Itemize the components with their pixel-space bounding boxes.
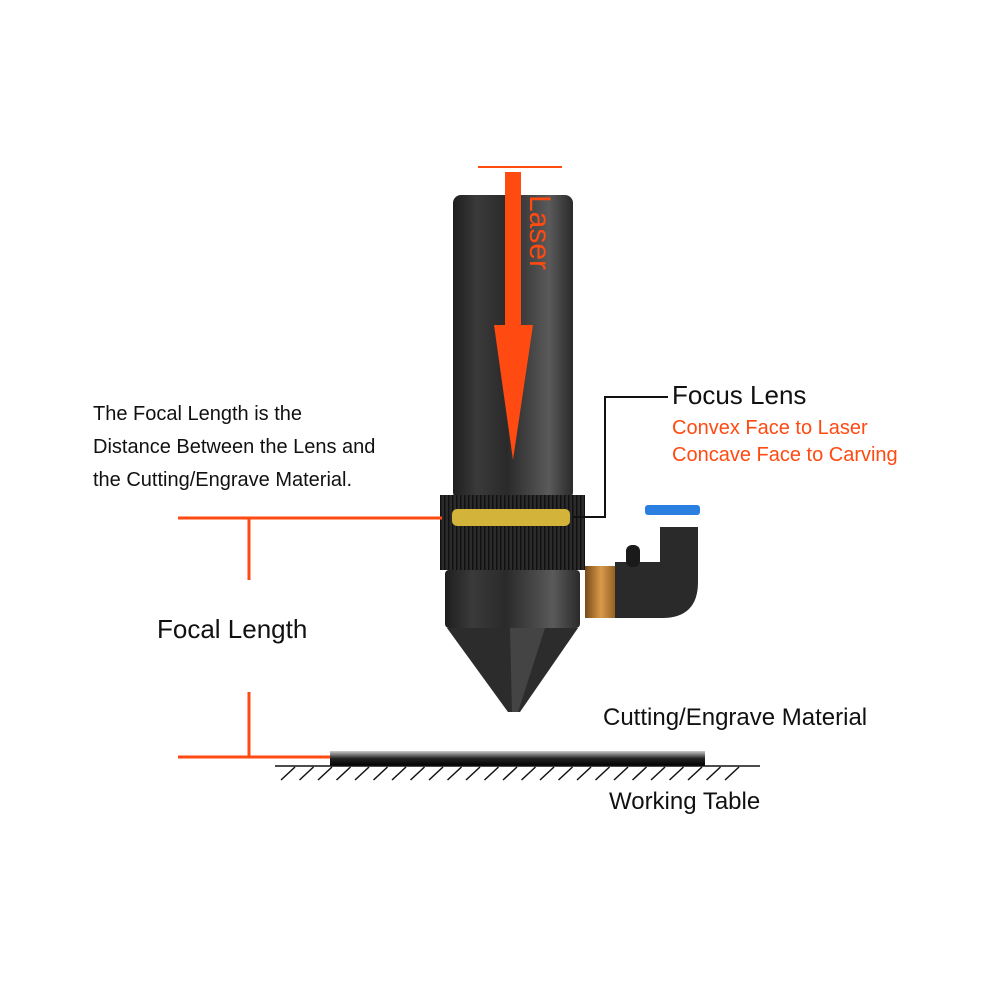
focus-lens-note: Concave Face to Carving — [672, 444, 898, 466]
table-hatch — [409, 766, 426, 781]
table-hatch — [317, 766, 333, 781]
blue-cap — [645, 505, 700, 515]
table-hatch — [280, 766, 296, 781]
table-hatch — [687, 766, 703, 781]
table-hatch — [465, 766, 481, 781]
laser-beam-arrow — [478, 166, 562, 460]
table-hatch — [391, 766, 407, 781]
focal-length-dimension — [178, 516, 442, 759]
table-hatch — [446, 766, 463, 781]
table-hatch — [428, 766, 444, 781]
focus-lens-note: Convex Face to Laser — [672, 417, 868, 439]
air-fitting — [585, 505, 700, 618]
table-hatch — [502, 766, 518, 781]
table-hatch — [539, 766, 555, 781]
material-label: Cutting/Engrave Material — [603, 704, 868, 731]
focal-length-label: Focal Length — [157, 614, 308, 644]
table-hatch — [298, 766, 315, 781]
table-hatch — [576, 766, 592, 781]
table-hatch — [354, 766, 370, 781]
focus-lens-leader — [573, 396, 668, 518]
table-hatch — [650, 766, 666, 781]
table-hatch — [483, 766, 500, 781]
table-hatch — [613, 766, 629, 781]
table-hatch — [520, 766, 537, 781]
table-hatch — [335, 766, 352, 781]
laser-label: Laser — [523, 195, 556, 271]
table-hatch — [724, 766, 740, 781]
description-line: Distance Between the Lens and — [93, 436, 376, 458]
table-hatch — [594, 766, 611, 781]
material-plate — [330, 751, 705, 766]
description-line: the Cutting/Engrave Material. — [93, 469, 353, 491]
table-hatch — [668, 766, 685, 781]
focus-lens-title: Focus Lens — [672, 380, 807, 410]
table-hatch — [705, 766, 722, 781]
table-hatch — [631, 766, 648, 781]
working-table — [275, 765, 760, 781]
table-label: Working Table — [609, 788, 761, 815]
focus-lens-ring — [452, 509, 570, 526]
description-line: The Focal Length is the — [93, 403, 303, 425]
table-hatch — [372, 766, 389, 781]
table-hatch — [557, 766, 574, 781]
